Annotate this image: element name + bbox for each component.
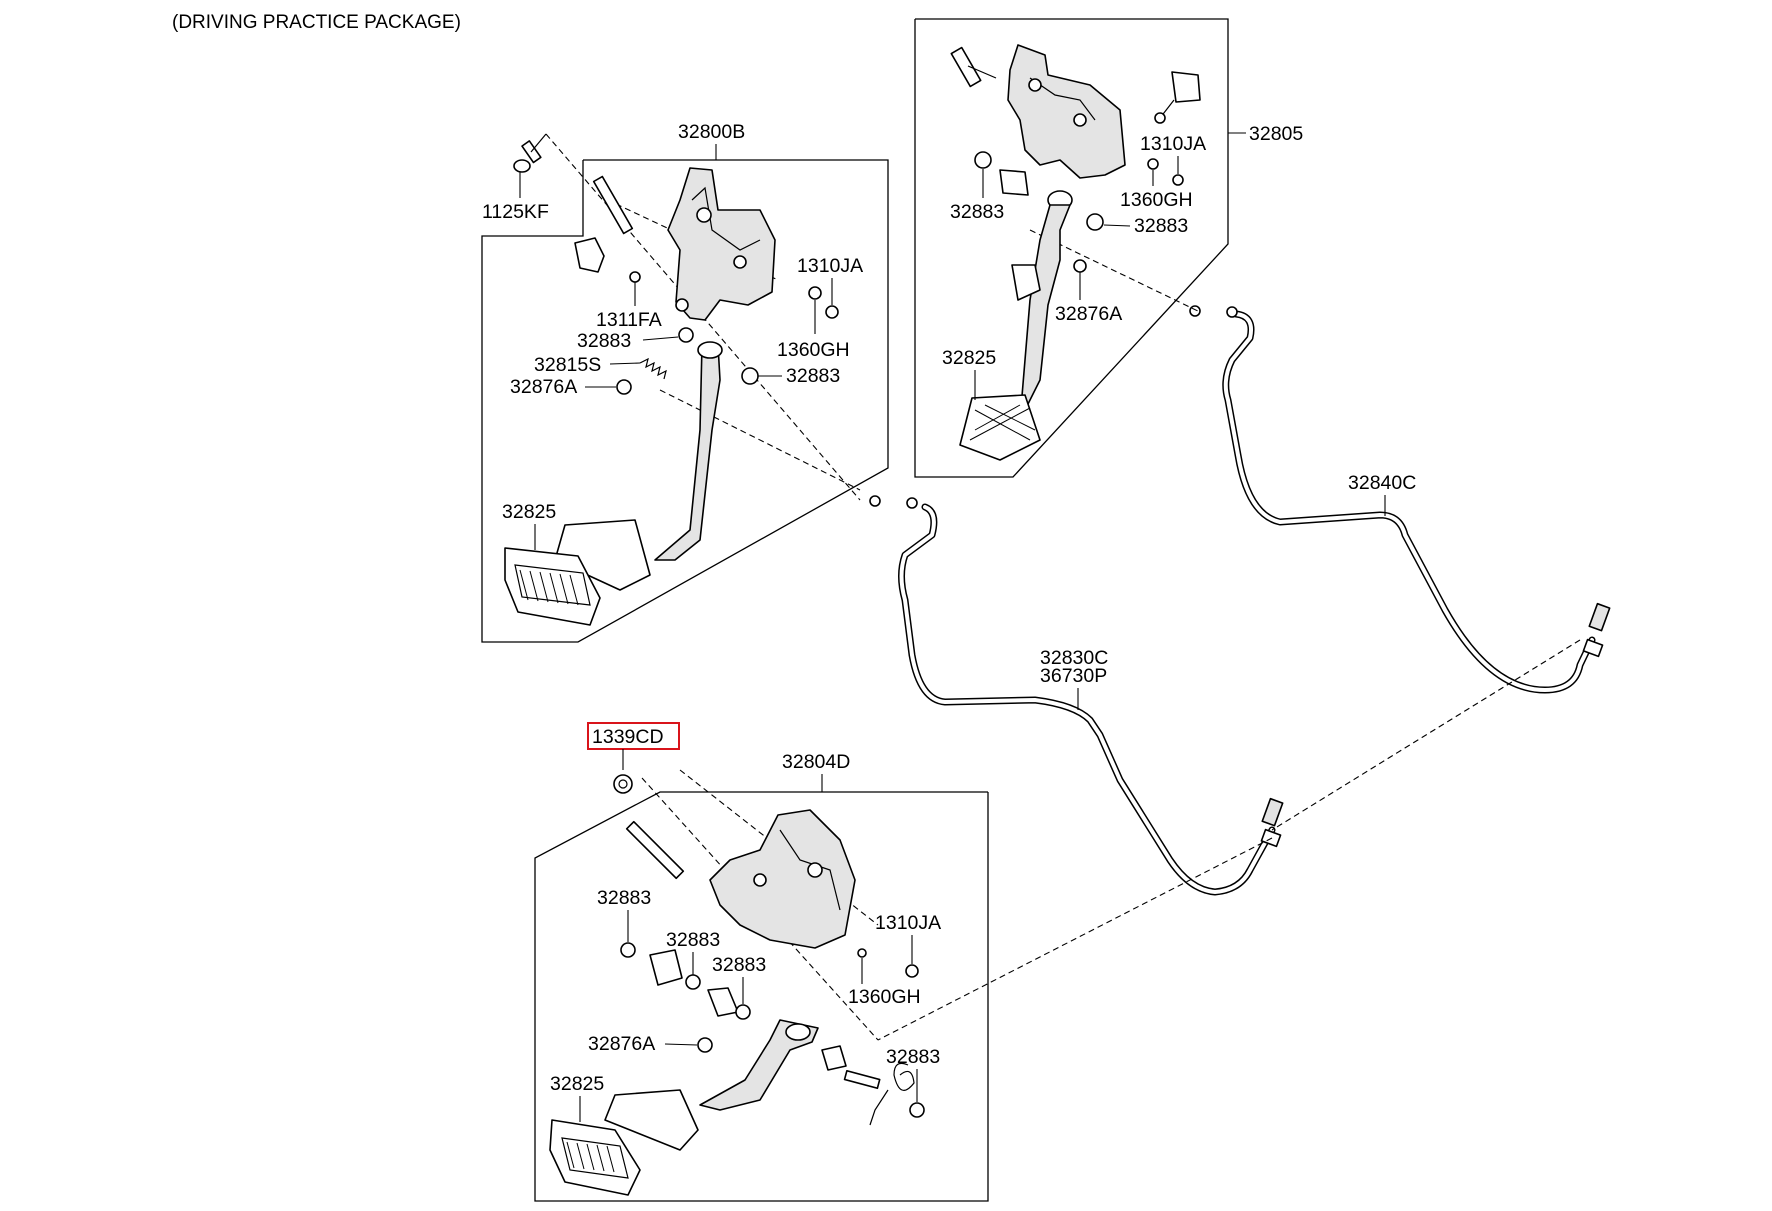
assembly-32804d-parts [549,809,925,1196]
label-32825-c[interactable]: 32825 [550,1073,604,1095]
switch-connector[interactable] [1154,71,1201,124]
pedal-pad-32825-c[interactable] [549,1119,641,1196]
label-1310ja-a[interactable]: 1310JA [797,255,863,277]
assembly-box-32804d [534,791,989,1202]
label-32883-c-c[interactable]: 32883 [712,954,766,976]
assembly-label-32804d[interactable]: 32804D [782,751,850,773]
label-1125kf[interactable]: 1125KF [482,201,549,223]
cable-32830c[interactable] [869,495,1284,896]
highlight-1339cd [587,722,680,750]
diagram-title: (DRIVING PRACTICE PACKAGE) [172,12,461,33]
assembly-32805-parts [950,44,1201,461]
label-32883-b-left[interactable]: 32883 [950,201,1004,223]
assembly-label-32800b[interactable]: 32800B [678,121,745,143]
assembly-box-32805 [914,18,1229,478]
nut-1339cd[interactable] [613,774,633,794]
assembly-label-32805[interactable]: 32805 [1249,123,1303,145]
label-32876a-b[interactable]: 32876A [1055,303,1122,325]
label-1360gh-c[interactable]: 1360GH [848,986,921,1008]
label-32825-a[interactable]: 32825 [502,501,556,523]
pedal-pad-32825-b[interactable] [959,394,1041,461]
assembly-box-32800b [481,159,889,643]
label-1310ja-c[interactable]: 1310JA [875,912,941,934]
label-32883-a-right[interactable]: 32883 [786,365,840,387]
label-32815s[interactable]: 32815S [534,354,601,376]
label-1360gh-a[interactable]: 1360GH [777,339,850,361]
label-1360gh-b[interactable]: 1360GH [1120,189,1193,211]
label-32883-c-b[interactable]: 32883 [666,929,720,951]
label-36730p[interactable]: 36730P [1040,665,1107,687]
label-1311fa[interactable]: 1311FA [596,309,662,331]
pedal-pad-32825-a[interactable] [504,547,601,626]
label-1310ja-b[interactable]: 1310JA [1140,133,1206,155]
label-32876a-c[interactable]: 32876A [588,1033,655,1055]
label-32883-b-right[interactable]: 32883 [1134,215,1188,237]
bolt-1125kf[interactable] [513,133,547,173]
label-32883-a-top[interactable]: 32883 [577,330,631,352]
label-32825-b[interactable]: 32825 [942,347,996,369]
label-1339cd[interactable]: 1339CD [592,726,664,748]
assembly-32800b-parts [504,133,839,626]
label-32840c[interactable]: 32840C [1348,472,1416,494]
label-32883-c-d[interactable]: 32883 [886,1046,940,1068]
label-32883-c-a[interactable]: 32883 [597,887,651,909]
label-32876a-a[interactable]: 32876A [510,376,577,398]
label-32830c[interactable]: 32830C [1040,647,1108,669]
cable-32840c[interactable] [1189,305,1611,694]
